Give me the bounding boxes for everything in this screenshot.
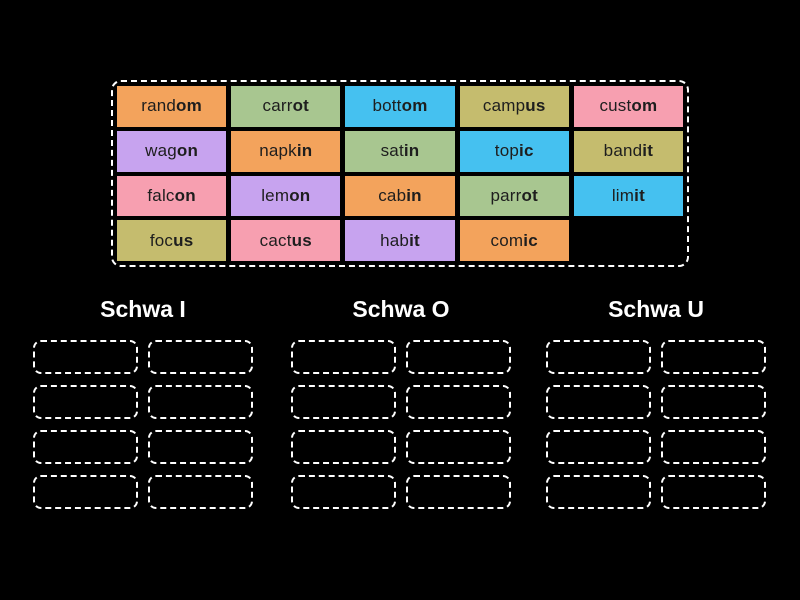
category-title: Schwa U — [608, 296, 704, 322]
drop-slot[interactable] — [33, 385, 138, 419]
word-suffix: om — [176, 96, 202, 116]
drop-slot[interactable] — [661, 430, 766, 464]
drop-slot[interactable] — [33, 475, 138, 509]
drop-slot[interactable] — [661, 475, 766, 509]
slot-grid — [33, 340, 253, 509]
word-prefix: band — [603, 141, 643, 161]
word-suffix: it — [634, 185, 645, 205]
word-prefix: cab — [378, 185, 407, 205]
word-suffix: ic — [523, 230, 538, 250]
drop-slot[interactable] — [148, 430, 253, 464]
drop-slot[interactable] — [148, 340, 253, 374]
word-suffix: us — [525, 96, 546, 116]
drop-slot[interactable] — [406, 340, 511, 374]
word-suffix: in — [403, 141, 420, 161]
drop-slot[interactable] — [546, 385, 651, 419]
word-prefix: carr — [262, 96, 293, 116]
drop-slot[interactable] — [148, 385, 253, 419]
word-prefix: lem — [261, 185, 290, 205]
word-prefix: lim — [611, 185, 635, 205]
category-title: Schwa O — [352, 296, 450, 322]
word-prefix: sat — [380, 141, 404, 161]
word-prefix: rand — [141, 96, 177, 116]
word-suffix: om — [401, 96, 428, 116]
drop-slot[interactable] — [546, 340, 651, 374]
drop-slot[interactable] — [291, 385, 396, 419]
drop-slot[interactable] — [33, 340, 138, 374]
drop-slot[interactable] — [148, 475, 253, 509]
word-suffix: om — [631, 96, 658, 116]
category-title: Schwa I — [100, 296, 186, 322]
category-group-schwa-u: Schwa U — [546, 295, 766, 509]
category-group-schwa-o: Schwa O — [291, 295, 511, 509]
word-suffix: us — [291, 230, 312, 250]
word-prefix: napk — [259, 141, 297, 161]
word-prefix: wag — [145, 141, 177, 161]
drop-slot[interactable] — [291, 475, 396, 509]
word-suffix: it — [642, 141, 654, 161]
word-prefix: camp — [482, 96, 526, 116]
word-prefix: cact — [259, 230, 292, 250]
drop-slot[interactable] — [546, 475, 651, 509]
word-suffix: ic — [519, 141, 534, 161]
drop-slot[interactable] — [291, 340, 396, 374]
word-prefix: falc — [147, 185, 175, 205]
drop-slot[interactable] — [406, 430, 511, 464]
drop-slot[interactable] — [661, 340, 766, 374]
word-prefix: bott — [372, 96, 402, 116]
drop-slot[interactable] — [406, 475, 511, 509]
word-suffix: on — [176, 141, 199, 161]
slot-grid — [291, 340, 511, 509]
drop-slot[interactable] — [546, 430, 651, 464]
word-suffix: ot — [292, 96, 310, 116]
word-suffix: us — [173, 230, 194, 250]
drop-slot[interactable] — [291, 430, 396, 464]
word-suffix: it — [409, 230, 420, 250]
word-suffix: on — [174, 185, 196, 205]
word-suffix: in — [406, 185, 422, 205]
drop-slot[interactable] — [33, 430, 138, 464]
word-prefix: top — [494, 141, 520, 161]
word-prefix: com — [490, 230, 524, 250]
drop-slot[interactable] — [406, 385, 511, 419]
category-group-schwa-i: Schwa I — [33, 295, 253, 509]
word-suffix: in — [296, 141, 313, 161]
word-suffix: ot — [521, 185, 538, 205]
word-prefix: parr — [490, 185, 522, 205]
word-prefix: hab — [380, 230, 410, 250]
slot-grid — [546, 340, 766, 509]
word-suffix: on — [289, 185, 311, 205]
drop-slot[interactable] — [661, 385, 766, 419]
word-prefix: cust — [599, 96, 632, 116]
word-prefix: foc — [149, 230, 174, 250]
